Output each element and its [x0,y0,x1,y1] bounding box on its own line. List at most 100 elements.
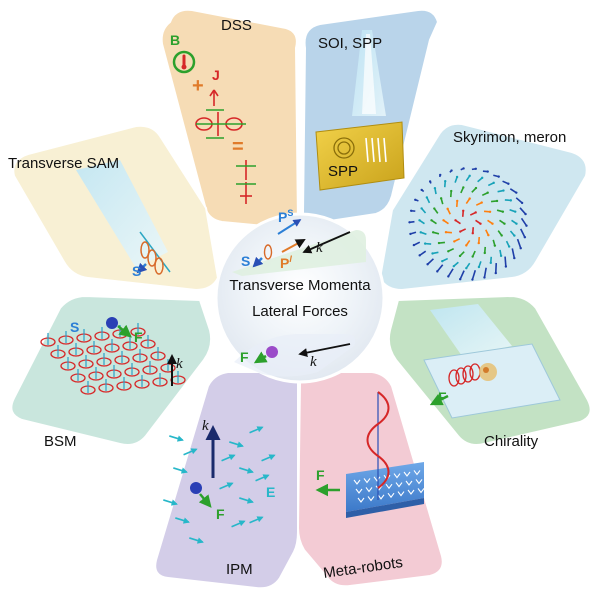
skyrmion-arrow-head [444,179,447,183]
ipm-f-label: F [216,506,225,522]
transverse-sam-s-label: S [132,263,141,279]
ipm-field-arrow [169,435,184,442]
skyrmion-arrow-head [487,233,490,237]
skyrmion-arrow-head [471,232,474,235]
ipm-field-arrow [229,441,244,448]
skyrmion-arrow [520,217,528,227]
meta-unit-cell [417,488,425,494]
label-ipm: IPM [226,561,253,578]
center-ps-label: PS [278,208,293,225]
ipm-field-arrow [219,482,234,490]
label-transverse-sam: Transverse SAM [8,155,119,172]
skyrmion-arrow-head [455,175,459,179]
ipm-field-arrow [189,537,204,544]
skyrmion-arrow-head [436,270,439,273]
label-skyrmion: Skyrimon, meron [453,129,566,146]
bsm-f-label: F [134,329,143,345]
skyrmion-arrow-head [471,255,474,258]
meta-unit-cell [415,479,423,485]
bsm-illustration: F S k [40,317,186,395]
skyrmion-arrow-head [501,210,505,213]
dss-equals: = [232,136,244,158]
skyrmion-arrow-head [447,275,450,278]
skyrmion-arrow-head [515,191,518,194]
skyrmion-arrow-head [462,167,465,170]
dss-b-circle [172,50,196,74]
dss-b-label: B [170,32,180,48]
skyrmion-arrow-head [439,197,443,200]
skyrmion-arrow-head [431,252,434,255]
skyrmion-arrow-head [520,201,524,205]
skyrmion-arrow [519,207,527,215]
skyrmion-arrow-head [513,234,516,237]
skyrmion-arrow-head [483,276,486,279]
soi-spp-label: SPP [328,163,358,180]
skyrmion-arrow-head [502,189,505,192]
skyrmion-arrow-head [433,186,437,190]
petal-ipm [154,371,299,590]
skyrmion-arrow-head [499,254,503,258]
meta-unit-cell [397,491,405,497]
center-k2-label: k [310,354,317,370]
skyrmion-arrow-head [514,210,517,213]
bsm-particle [106,317,118,329]
ipm-field-arrow [231,520,246,528]
skyrmion-arrow-head [486,191,489,194]
skyrmion-arrow-head [418,219,421,222]
skyrmion-arrow [504,256,507,267]
bsm-k-label: k [176,356,183,372]
meta-unit-cell [407,489,415,495]
skyrmion-arrow-head [523,236,527,239]
skyrmion-arrow-head [430,219,433,222]
skyrmion-arrow [447,268,454,277]
skyrmion-arrow-head [454,219,457,222]
skyrmion-arrow-head [425,196,429,199]
skyrmion-arrow-head [450,169,453,172]
skyrmion-arrow-head [468,174,471,178]
skyrmion-arrow-head [420,188,423,192]
skyrmion-arrow-head [497,175,500,178]
center-f-label: F [240,349,249,365]
skyrmion-arrow [483,267,487,278]
skyrmion-arrow-head [515,222,518,225]
skyrmion-arrow-head [500,234,503,237]
skyrmion-arrow [516,238,522,249]
dss-plus: + [192,75,204,97]
skyrmion-arrow-head [474,167,477,171]
skyrmion-arrow-head [441,259,444,263]
skyrmion-arrow-head [493,244,497,247]
skyrmion-arrow-head [426,263,429,266]
skyrmion-arrow-head [420,207,423,210]
skyrmion-illustration [408,167,528,281]
skyrmion-arrow [471,270,477,280]
skyrmion-arrow-head [459,230,462,233]
ipm-e-label: E [266,484,275,500]
dss-illustration: B + J = [170,32,256,204]
skyrmion-arrow-head [480,201,483,204]
skyrmion-arrow-head [483,251,486,255]
skyrmion-arrow [419,250,427,257]
skyrmion-arrow-head [456,199,459,203]
ipm-field-arrow [163,499,178,506]
ipm-k-label: k [202,418,209,434]
skyrmion-arrow-head [465,244,468,247]
meta-unit-cell [365,487,373,493]
meta-unit-cell [395,482,403,488]
label-bsm: BSM [44,433,77,450]
skyrmion-arrow [427,258,434,265]
soi-illustration: SPP [315,30,405,191]
skyrmion-arrow-head [507,182,510,185]
center-title-2: Lateral Forces [252,303,348,320]
skyrmion-arrow-head [480,176,484,180]
skyrmion-arrow-head [465,266,468,270]
ipm-field-arrow [175,517,190,524]
skyrmion-arrow-head [409,232,412,236]
ipm-field-arrow [249,426,264,434]
center-k1-label: k [316,240,323,256]
skyrmion-arrow-head [414,198,417,202]
skyrmion-arrow-head [513,256,516,260]
chirality-f-label: F [438,389,447,405]
skyrmion-arrow-head [503,222,506,225]
skyrmion-arrow-head [453,240,456,243]
